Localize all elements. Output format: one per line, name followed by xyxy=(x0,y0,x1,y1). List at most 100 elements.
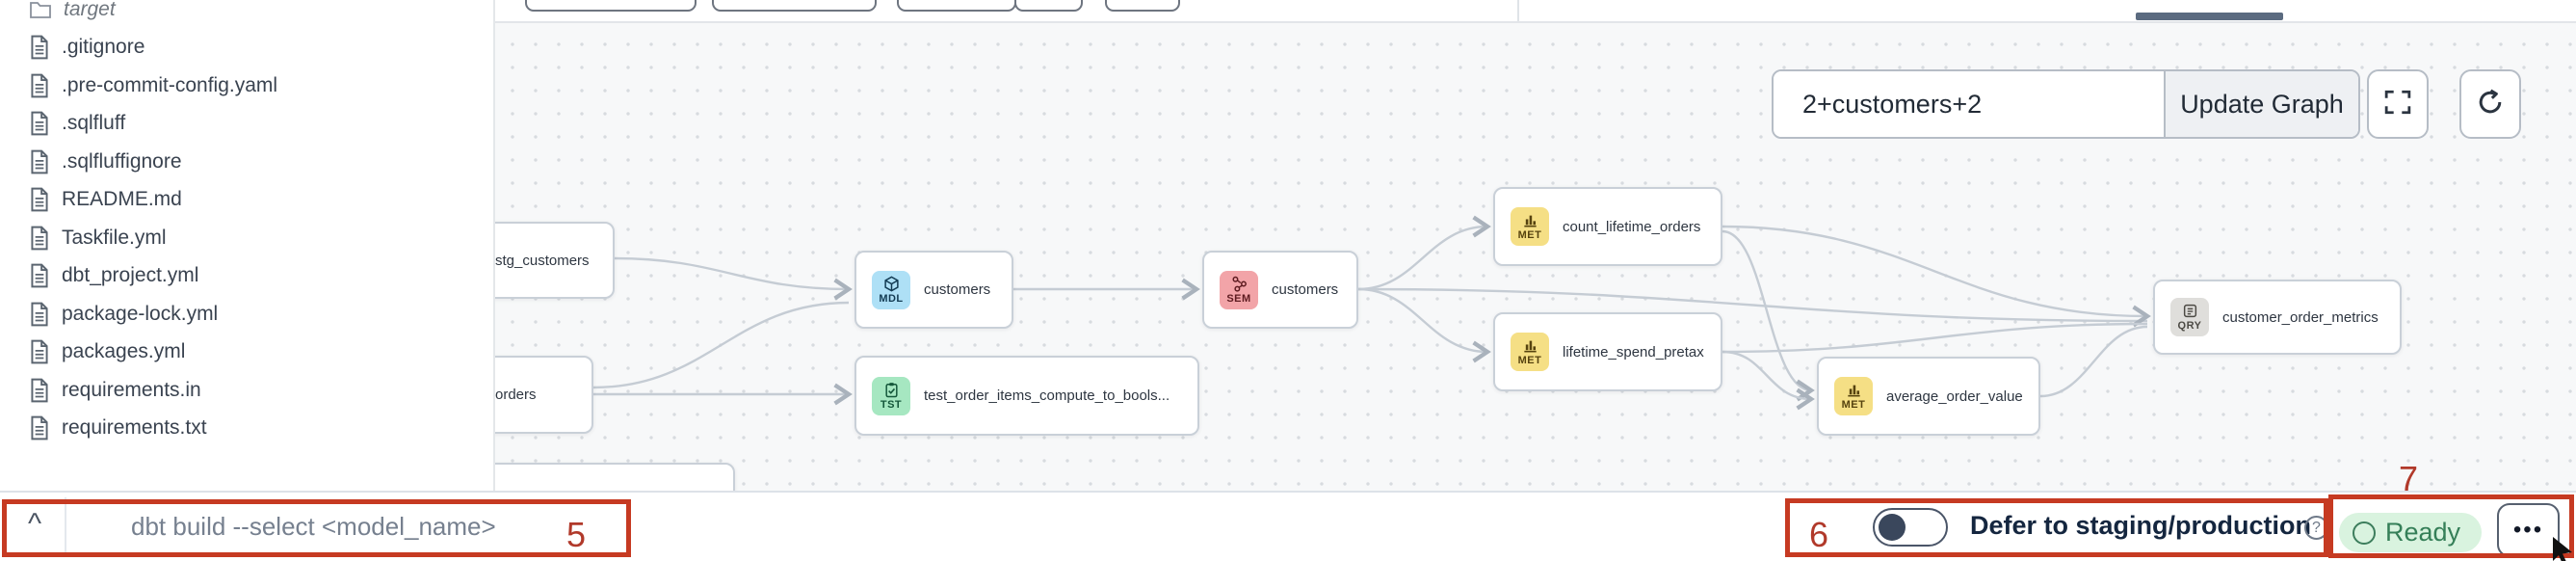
file-icon xyxy=(29,226,50,251)
node-label: customer_order_metrics xyxy=(2222,308,2379,326)
tree-file-requirements.txt[interactable]: requirements.txt xyxy=(0,410,493,448)
file-icon xyxy=(29,415,50,441)
fullscreen-icon xyxy=(2384,89,2411,120)
fullscreen-button[interactable] xyxy=(2367,69,2429,139)
node-label: test_order_items_compute_to_bools... xyxy=(924,387,1170,404)
file-name: requirements.in xyxy=(62,378,201,401)
graph-node-stg_customers[interactable]: MDLstg_customers xyxy=(495,222,615,299)
model-node-icon: MDL xyxy=(872,270,910,309)
graph-node-orders[interactable]: MDLorders xyxy=(495,356,593,434)
tree-file-requirements.in[interactable]: requirements.in xyxy=(0,371,493,410)
refresh-icon xyxy=(2476,88,2505,121)
file-icon xyxy=(29,149,50,174)
tree-file-package-lock.yml[interactable]: package-lock.yml xyxy=(0,295,493,334)
file-icon xyxy=(29,263,50,288)
file-name: package-lock.yml xyxy=(62,302,219,325)
clipped-toolbar-button[interactable] xyxy=(712,0,877,12)
node-label: customers xyxy=(924,281,991,298)
metric-node-icon: MET xyxy=(1511,207,1549,246)
graph-edge xyxy=(2039,325,2148,398)
status-label: Ready xyxy=(2385,518,2461,547)
file-icon xyxy=(29,378,50,403)
file-name: dbt_project.yml xyxy=(62,264,199,287)
more-options-button[interactable]: ••• xyxy=(2497,503,2560,557)
graph-edge xyxy=(1722,229,1815,402)
graph-edge xyxy=(1357,287,2148,323)
file-name: .pre-commit-config.yaml xyxy=(62,73,278,96)
node-label: count_lifetime_orders xyxy=(1563,218,1701,235)
semantic-node-icon: SEM xyxy=(1220,270,1258,309)
status-badge[interactable]: Ready xyxy=(2339,513,2483,552)
dbt-command-input[interactable] xyxy=(129,504,566,549)
tree-file-dbt_project.yml[interactable]: dbt_project.yml xyxy=(0,257,493,296)
status-circle-icon xyxy=(2353,521,2376,545)
graph-edge xyxy=(1357,215,1491,291)
tree-file-.sqlfluff[interactable]: .sqlfluff xyxy=(0,105,493,144)
toggle-knob xyxy=(1879,513,1906,541)
tree-file-.gitignore[interactable]: .gitignore xyxy=(0,29,493,67)
file-name: requirements.txt xyxy=(62,416,207,440)
file-icon xyxy=(29,339,50,364)
node-label: average_order_value xyxy=(1886,387,2023,405)
tree-file-.sqlfluffignore[interactable]: .sqlfluffignore xyxy=(0,143,493,181)
file-name: README.md xyxy=(62,188,182,211)
graph-node-average_order_value[interactable]: MET average_order_value xyxy=(1817,357,2040,436)
test-node-icon: TST xyxy=(872,376,910,415)
bar-divider xyxy=(65,497,66,555)
graph-edge xyxy=(1722,225,2151,328)
clipped-toolbar-button[interactable] xyxy=(525,0,697,12)
graph-node-customers-semantic[interactable]: SEM customers xyxy=(1202,251,1358,329)
node-label: orders xyxy=(495,387,537,403)
defer-label: Defer to staging/production xyxy=(1970,511,2311,540)
clipped-toolbar-button[interactable] xyxy=(1014,0,1083,12)
file-icon xyxy=(29,111,50,136)
graph-node-count_lifetime_orders[interactable]: MET count_lifetime_orders xyxy=(1493,187,1722,266)
defer-toggle[interactable] xyxy=(1873,508,1948,547)
node-label: stg_customers xyxy=(495,252,590,269)
file-icon xyxy=(29,73,50,98)
tree-folder-target[interactable]: target xyxy=(0,0,493,29)
tree-file-README.md[interactable]: README.md xyxy=(0,181,493,220)
tree-file-packages.yml[interactable]: packages.yml xyxy=(0,334,493,372)
metric-node-icon: MET xyxy=(1511,333,1549,371)
file-name: Taskfile.yml xyxy=(62,226,167,249)
file-icon xyxy=(29,302,50,327)
lineage-graph-canvas[interactable]: MDLstg_customersMDLorders MDL customersTST… xyxy=(495,21,2576,493)
graph-edge xyxy=(614,256,853,301)
collapse-panel-chevron[interactable]: ^ xyxy=(27,508,42,540)
top-toolbar-strip xyxy=(0,0,2576,21)
file-list: target .gitignore .pre-commit-config.yaml.… xyxy=(0,0,493,447)
file-name: .gitignore xyxy=(62,36,145,59)
refresh-graph-button[interactable] xyxy=(2459,69,2521,139)
file-icon xyxy=(29,35,50,60)
clipped-toolbar-button[interactable] xyxy=(1105,0,1180,12)
graph-node-test-order-items[interactable]: TST test_order_items_compute_to_bools... xyxy=(854,356,1199,436)
graph-edge xyxy=(1722,322,2148,354)
help-icon[interactable]: ? xyxy=(2304,516,2328,540)
tree-file-.pre-commit-config.yaml[interactable]: .pre-commit-config.yaml xyxy=(0,67,493,105)
folder-icon xyxy=(29,0,52,20)
graph-selector-group: Update Graph xyxy=(1772,69,2360,139)
node-label: customers xyxy=(1272,281,1339,298)
graph-node-customers-model[interactable]: MDL customers xyxy=(854,251,1013,329)
graph-selector-input[interactable] xyxy=(1774,71,2164,137)
clipped-toolbar-button[interactable] xyxy=(897,0,1016,12)
file-name: .sqlfluff xyxy=(62,112,126,135)
horizontal-scrollbar-thumb[interactable] xyxy=(2136,13,2283,20)
file-name: target xyxy=(64,0,116,20)
file-name: packages.yml xyxy=(62,340,186,363)
file-icon xyxy=(29,187,50,212)
graph-edges xyxy=(592,215,2151,411)
graph-edge xyxy=(1722,350,1815,411)
metric-node-icon: MET xyxy=(1834,377,1873,415)
update-graph-button[interactable]: Update Graph xyxy=(2164,71,2358,137)
graph-node-customer_order_metrics[interactable]: QRY customer_order_metrics xyxy=(2153,280,2402,355)
query-node-icon: QRY xyxy=(2170,298,2209,336)
graph-edge xyxy=(1357,287,1491,363)
graph-edge xyxy=(592,301,850,389)
graph-node-clipped-node[interactable] xyxy=(495,463,735,493)
tree-file-Taskfile.yml[interactable]: Taskfile.yml xyxy=(0,219,493,257)
strip-divider xyxy=(1517,0,1519,21)
